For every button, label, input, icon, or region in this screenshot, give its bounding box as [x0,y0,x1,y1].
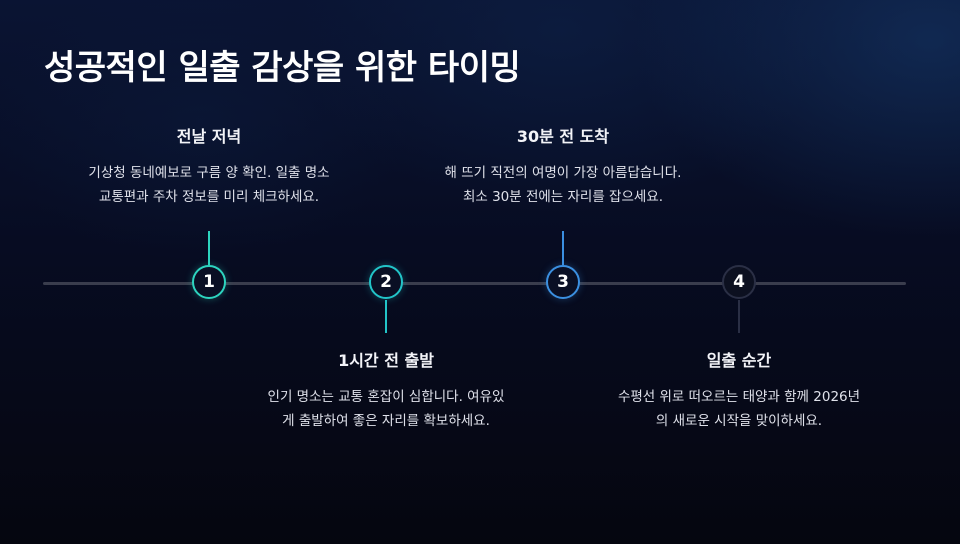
step-description: 해 뜨기 직전의 여명이 가장 아름답습니다. 최소 30분 전에는 자리를 잡… [403,161,723,209]
step-description-line: 게 출발하여 좋은 자리를 확보하세요. [282,413,490,429]
step-description-line: 해 뜨기 직전의 여명이 가장 아름답습니다. [444,165,682,181]
step-title: 일출 순간 [706,351,772,370]
step-node-4[interactable]: 4 [722,265,756,299]
step-description: 수평선 위로 떠오르는 태양과 함께 2026년 의 새로운 시작을 맞이하세요… [579,385,899,433]
step-description-line: 교통편과 주차 정보를 미리 체크하세요. [98,189,320,205]
step-title: 1시간 전 출발 [338,351,434,370]
step-title: 전날 저녁 [176,127,242,146]
connector-4 [738,300,740,333]
step-description-line: 기상청 동네예보로 구름 양 확인. 일출 명소 [88,165,330,181]
step-4: 일출 순간 수평선 위로 떠오르는 태양과 함께 2026년 의 새로운 시작을… [579,350,899,433]
page-title: 성공적인 일출 감상을 위한 타이밍 [44,48,521,88]
step-node-2[interactable]: 2 [369,265,403,299]
connector-3 [562,231,564,265]
step-1: 전날 저녁 기상청 동네예보로 구름 양 확인. 일출 명소 교통편과 주차 정… [49,126,369,209]
connector-2 [385,300,387,333]
timeline-line [43,282,906,285]
step-description-line: 인기 명소는 교통 혼잡이 심합니다. 여유있 [267,389,505,405]
step-2: 1시간 전 출발 인기 명소는 교통 혼잡이 심합니다. 여유있 게 출발하여 … [226,350,546,433]
step-3: 30분 전 도착 해 뜨기 직전의 여명이 가장 아름답습니다. 최소 30분 … [403,126,723,209]
step-description-line: 의 새로운 시작을 맞이하세요. [655,413,823,429]
connector-1 [208,231,210,265]
step-description-line: 최소 30분 전에는 자리를 잡으세요. [462,189,664,205]
step-title: 30분 전 도착 [516,127,610,146]
step-node-3[interactable]: 3 [546,265,580,299]
step-node-1[interactable]: 1 [192,265,226,299]
step-description-line: 수평선 위로 떠오르는 태양과 함께 2026년 [617,389,861,405]
step-description: 인기 명소는 교통 혼잡이 심합니다. 여유있 게 출발하여 좋은 자리를 확보… [226,385,546,433]
step-description: 기상청 동네예보로 구름 양 확인. 일출 명소 교통편과 주차 정보를 미리 … [49,161,369,209]
